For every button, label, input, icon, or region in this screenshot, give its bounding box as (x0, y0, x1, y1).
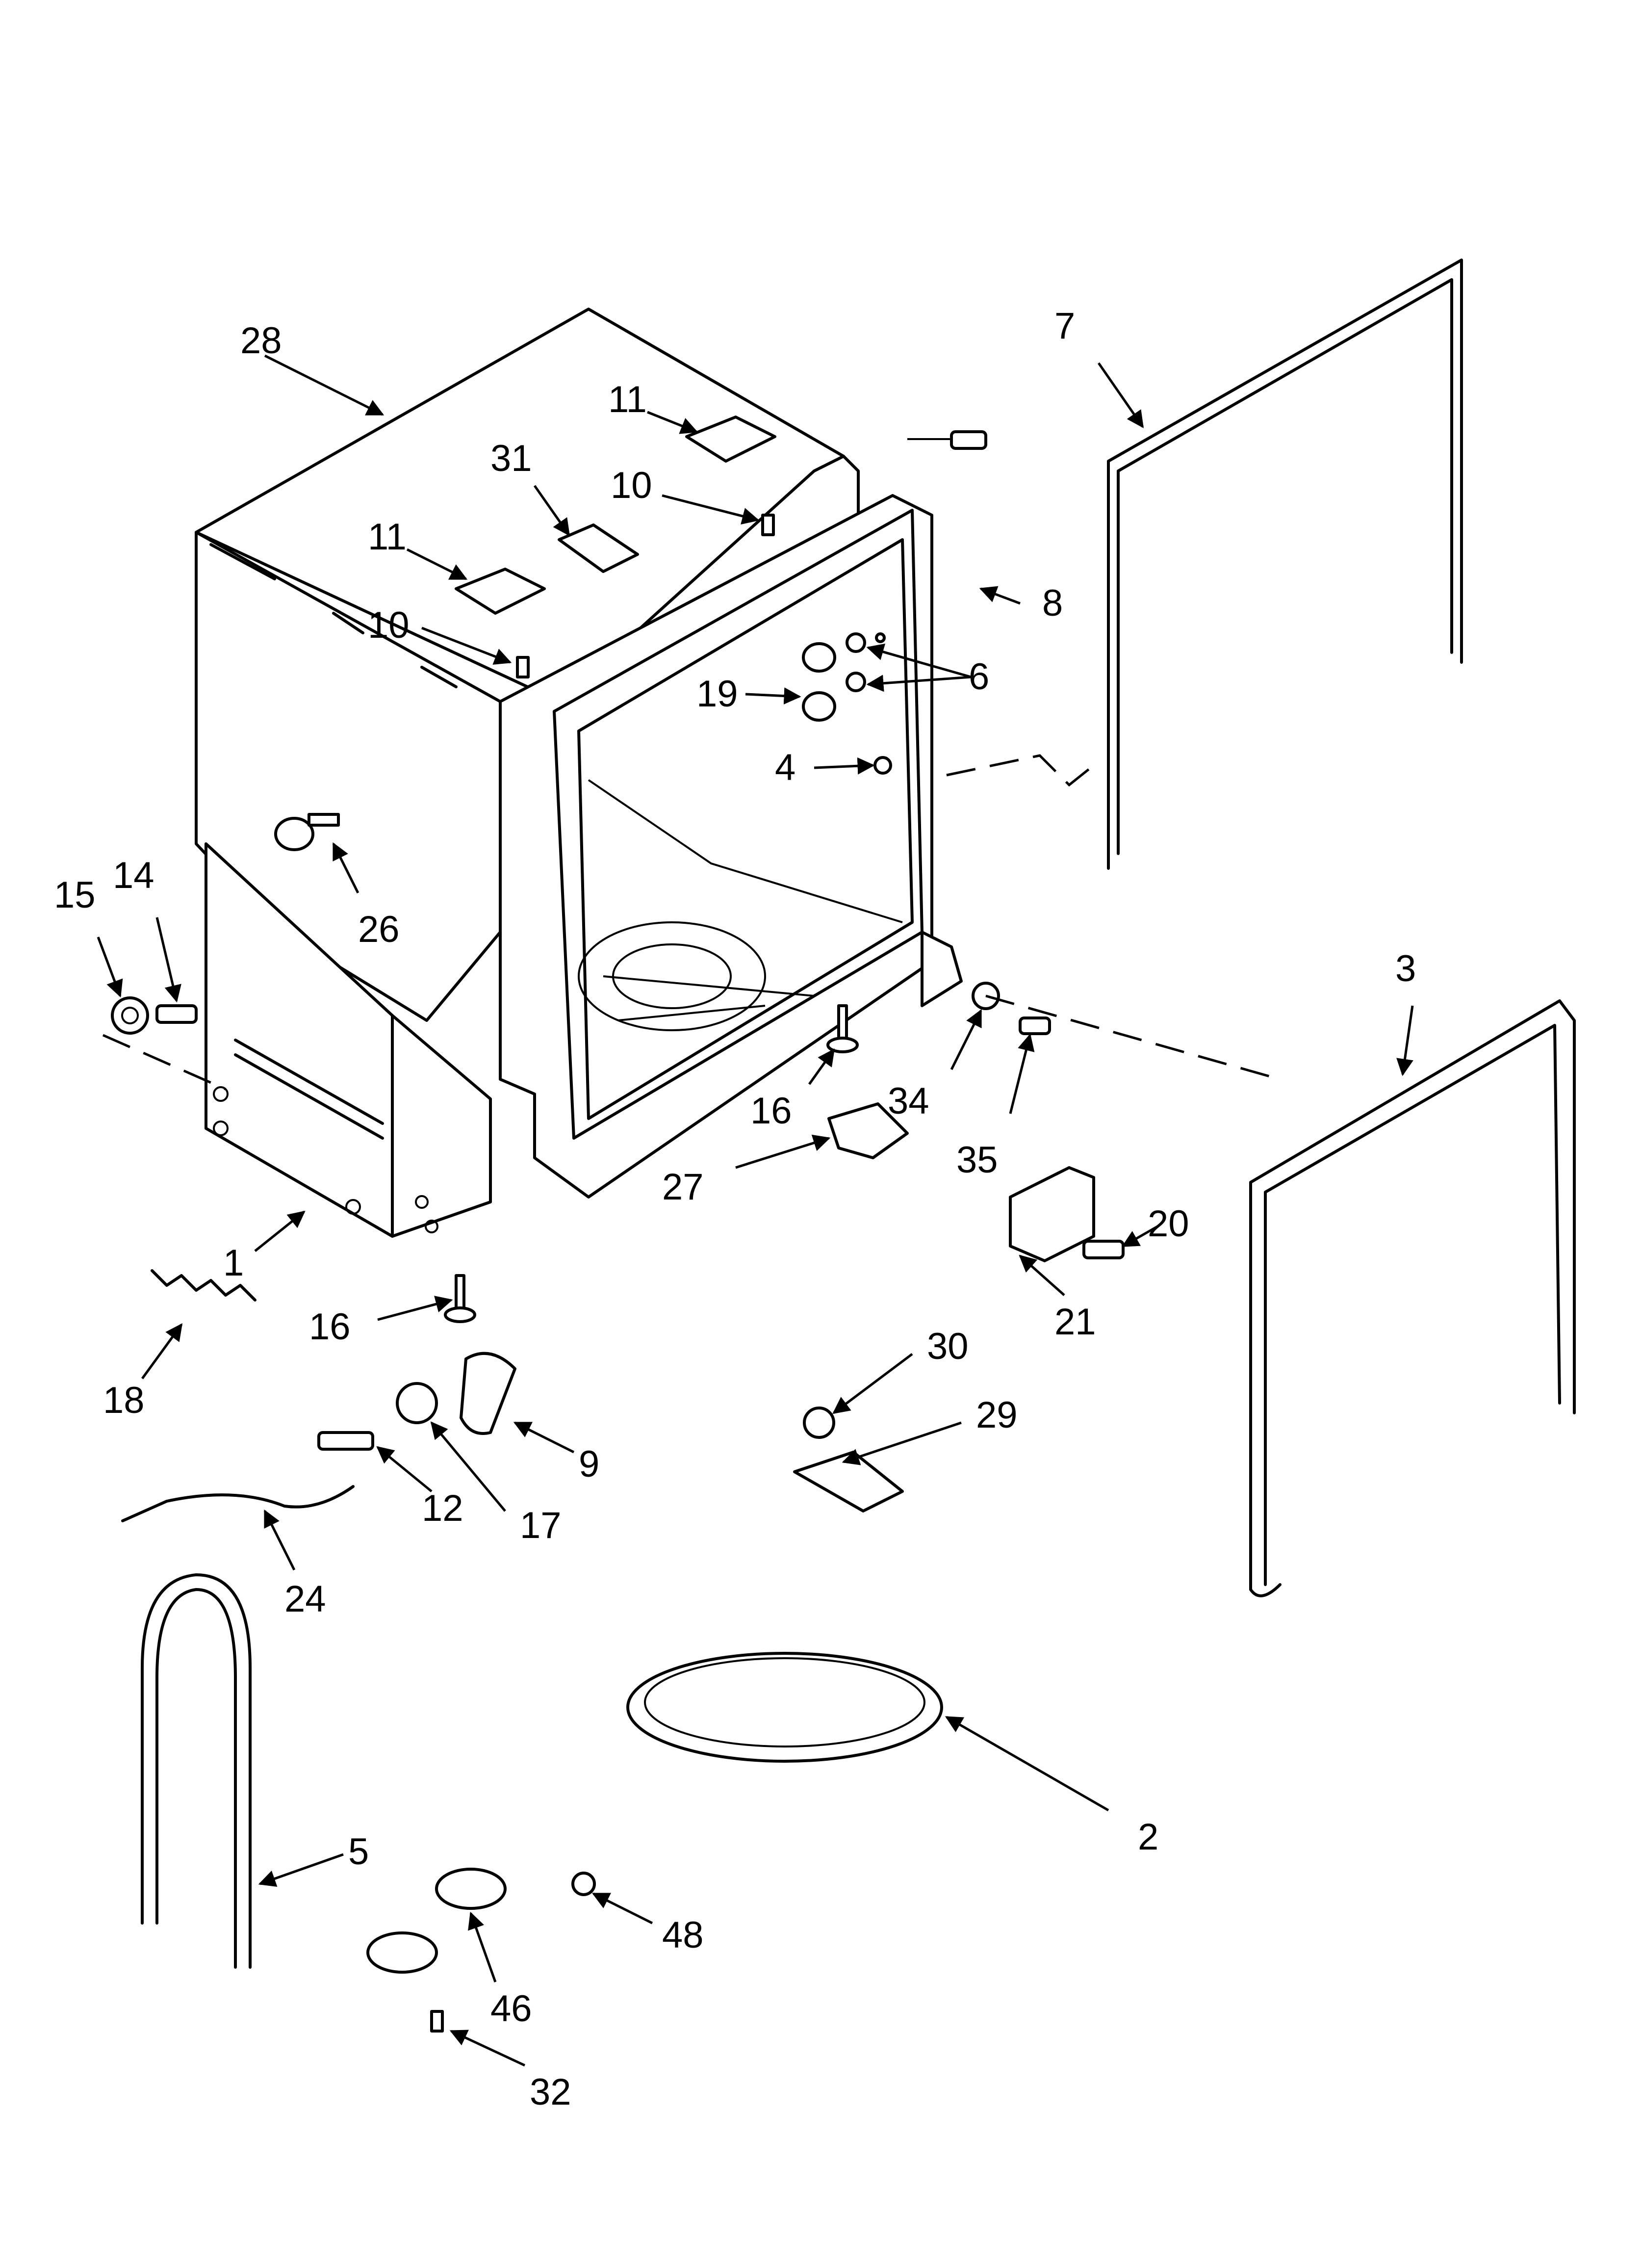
callout-19: 19 (696, 673, 738, 715)
callout-16-lower: 16 (309, 1306, 351, 1348)
callout-15: 15 (54, 874, 96, 916)
callout-10-lower: 10 (368, 604, 410, 646)
callout-20: 20 (1148, 1203, 1189, 1245)
callout-5: 5 (348, 1831, 369, 1873)
callout-labels: 28 11 31 10 11 10 7 8 6 19 4 26 15 14 3 … (54, 305, 1416, 2113)
screw-32 (430, 2010, 444, 2033)
plug (274, 813, 340, 851)
mounting-clip (558, 523, 639, 573)
callout-12: 12 (422, 1487, 463, 1529)
callout-2: 2 (1138, 1816, 1158, 1858)
screw-8 (907, 430, 987, 450)
callout-11-upper: 11 (608, 379, 647, 420)
callout-28: 28 (240, 320, 282, 362)
mounting-bracket-20-21 (1009, 1166, 1125, 1262)
leader-lines (97, 354, 1414, 2067)
callout-17: 17 (520, 1505, 562, 1546)
callout-18: 18 (103, 1380, 145, 1421)
screw-lower (516, 656, 530, 678)
callout-7: 7 (1054, 305, 1075, 347)
sump-gasket (626, 1652, 943, 1763)
door-gasket (1249, 999, 1576, 1591)
callout-14: 14 (113, 855, 154, 896)
bracket-clip (827, 1102, 909, 1159)
float-switch (793, 1407, 904, 1512)
nut-and-bolt (111, 996, 198, 1035)
callout-1: 1 (223, 1242, 244, 1284)
callout-48: 48 (662, 1914, 704, 1956)
callout-9: 9 (579, 1443, 599, 1485)
link-arm (460, 1352, 516, 1435)
callout-27: 27 (662, 1166, 704, 1208)
leveling-leg-upper (826, 1004, 859, 1053)
wheel-assembly (802, 642, 836, 722)
tub-assembly (195, 308, 963, 1238)
valve-assembly (366, 1868, 507, 1974)
screw-35 (1019, 1017, 1051, 1035)
hinge-bracket-upper (685, 416, 776, 463)
door-seal-upper (1107, 259, 1463, 870)
callout-31: 31 (490, 438, 532, 479)
leveling-leg-lower (444, 1274, 476, 1323)
callout-4: 4 (775, 747, 795, 788)
hinge-bracket-lower (455, 568, 546, 615)
callout-24: 24 (284, 1578, 326, 1620)
callout-30: 30 (927, 1326, 969, 1367)
callout-10-upper: 10 (611, 465, 652, 506)
callout-11-lower: 11 (368, 516, 407, 558)
callout-21: 21 (1054, 1301, 1096, 1343)
callout-32: 32 (530, 2071, 571, 2113)
hose-clamp (571, 1872, 596, 1896)
shoulder-screw (317, 1431, 374, 1451)
callout-6: 6 (969, 656, 989, 698)
callout-46: 46 (490, 1988, 532, 2030)
callout-35: 35 (956, 1139, 998, 1181)
ground-wire (121, 1485, 355, 1522)
callout-16-upper: 16 (750, 1090, 792, 1132)
stud (873, 756, 892, 775)
roller-wheel (396, 1382, 438, 1424)
drain-hose (141, 1573, 252, 1969)
callout-29: 29 (976, 1394, 1018, 1436)
callout-3: 3 (1395, 948, 1416, 990)
spring (151, 1269, 257, 1302)
callout-8: 8 (1042, 582, 1063, 624)
callout-26: 26 (358, 909, 400, 950)
callout-34: 34 (888, 1080, 929, 1122)
screw-upper (761, 514, 775, 536)
washers (846, 632, 886, 692)
